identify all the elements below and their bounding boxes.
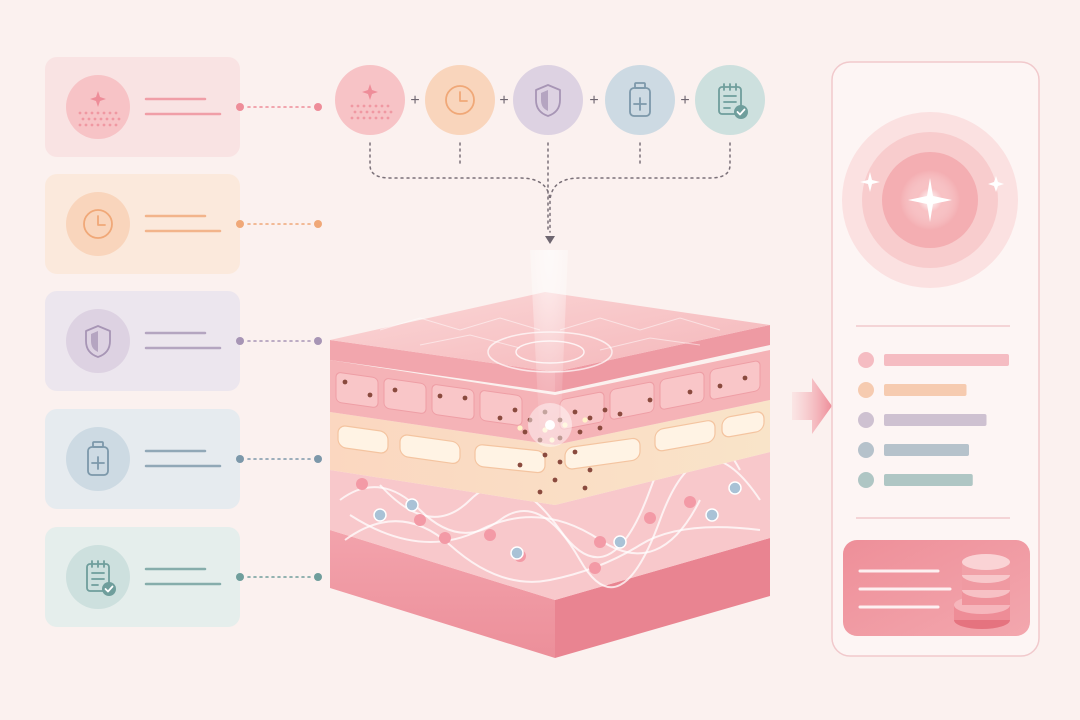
dermis-cell [684, 496, 696, 508]
legend-bar [884, 414, 987, 426]
combo-item-4 [605, 65, 675, 135]
pigment-dot [543, 453, 548, 458]
coin-stack-icon [954, 554, 1010, 629]
legend-swatch [858, 472, 874, 488]
plus-operator: + [410, 92, 419, 109]
plus-operator: + [499, 92, 508, 109]
pigment-dot [603, 408, 608, 413]
dermis-cell [356, 478, 368, 490]
pigment-dot [583, 486, 588, 491]
connector-start-dot [236, 337, 244, 345]
connector-end-dot [314, 103, 322, 111]
pigment-dot [743, 376, 748, 381]
connector-end-dot [314, 573, 322, 581]
dermis-cell-blue [406, 499, 418, 511]
connector-end-dot [314, 337, 322, 345]
pigment-dot [618, 412, 623, 417]
combo-item-5 [695, 65, 765, 135]
factor-combination-row: + + + + [335, 65, 765, 135]
light-particle [582, 417, 587, 422]
pigment-dot [688, 390, 693, 395]
dermis-cell-blue [614, 536, 626, 548]
pigment-dot [368, 393, 373, 398]
legend-bar [884, 444, 969, 456]
legend-bar [884, 384, 967, 396]
skin-cross-section [330, 250, 770, 658]
dermis-cell [414, 514, 426, 526]
dermis-cell [594, 536, 606, 548]
factor-icon-circle [66, 545, 130, 609]
dermis-cell-blue [706, 509, 718, 521]
radiant-glow-icon [842, 112, 1018, 288]
pigment-dot [538, 490, 543, 495]
pigment-dot [573, 450, 578, 455]
dermis-cell-blue [729, 482, 741, 494]
pigment-dot [578, 430, 583, 435]
pigment-dot [598, 426, 603, 431]
connector-start-dot [236, 573, 244, 581]
pigment-dot [343, 380, 348, 385]
pigment-dot [573, 410, 578, 415]
dermis-cell [644, 512, 656, 524]
pigment-dot [648, 398, 653, 403]
connector-end-dot [314, 455, 322, 463]
connector-end-dot [314, 220, 322, 228]
dermis-cell [439, 532, 451, 544]
combo-item-3 [513, 65, 583, 135]
merge-connector [370, 143, 730, 232]
pigment-dot [438, 394, 443, 399]
plus-operator: + [680, 92, 689, 109]
result-arrow [792, 378, 832, 434]
pigment-dot [513, 408, 518, 413]
connector-start-dot [236, 220, 244, 228]
factor-card-1 [45, 57, 322, 157]
legend-swatch [858, 352, 874, 368]
pigment-dot [558, 460, 563, 465]
legend-swatch [858, 442, 874, 458]
pigment-dot [498, 416, 503, 421]
pigment-dot [463, 396, 468, 401]
connector-start-dot [236, 103, 244, 111]
dermis-cell-blue [511, 547, 523, 559]
factor-cards [45, 57, 322, 627]
pigment-dot [518, 463, 523, 468]
legend-bar [884, 474, 973, 486]
pigment-dot [588, 468, 593, 473]
factor-card-4 [45, 409, 322, 509]
plus-operator: + [589, 92, 598, 109]
factor-card-3 [45, 291, 322, 391]
pigment-dot [393, 388, 398, 393]
pigment-dot [523, 430, 528, 435]
dermis-cell [484, 529, 496, 541]
connector-start-dot [236, 455, 244, 463]
pigment-dot [553, 478, 558, 483]
combo-item-2 [425, 65, 495, 135]
factor-card-2 [45, 174, 322, 274]
legend-swatch [858, 382, 874, 398]
light-particle [517, 425, 522, 430]
factor-card-5 [45, 527, 322, 627]
merge-arrowhead [545, 236, 555, 244]
pigment-dot [718, 384, 723, 389]
dermis-cell-blue [374, 509, 386, 521]
beam-focus-spark [545, 420, 555, 430]
legend-bar [884, 354, 1009, 366]
combo-item-1 [335, 65, 405, 135]
dermis-cell [589, 562, 601, 574]
legend-swatch [858, 412, 874, 428]
pigment-dot [588, 416, 593, 421]
combo-icon-circle [695, 65, 765, 135]
